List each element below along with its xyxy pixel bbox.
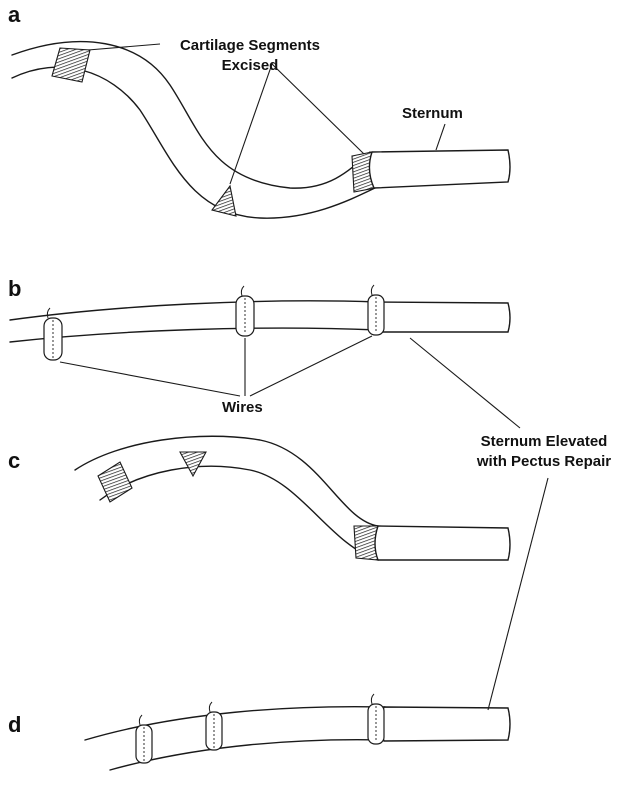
panel-a-cartilage-lower-edge <box>12 67 375 218</box>
cartilage-segment-c-1 <box>98 462 132 502</box>
cartilage-wedge-c-2 <box>180 452 206 476</box>
panel-a-sternum <box>369 150 510 188</box>
panel-d-cartilage-upper-edge <box>85 707 385 740</box>
panel-label-b: b <box>8 276 21 302</box>
sternum-label: Sternum <box>402 104 463 124</box>
wire-b-1-twist <box>47 308 50 318</box>
sternum-elevated-leader-d <box>488 478 548 710</box>
panel-c-sternum <box>375 526 510 560</box>
panel-b-cartilage-upper-edge <box>10 301 378 320</box>
panel-c-cartilage-lower-edge <box>100 466 378 560</box>
wire-b-3-twist <box>371 285 374 295</box>
wires-label: Wires <box>222 398 263 418</box>
panel-c-drawing <box>75 436 510 560</box>
sternum-elevated-label-line2: with Pectus Repair <box>458 452 630 472</box>
cartilage-leader-3 <box>272 64 364 154</box>
panel-b-cartilage-lower-edge <box>10 328 378 342</box>
wire-d-3-twist <box>371 694 374 704</box>
panel-b-sternum <box>375 302 510 332</box>
wires-leader-1 <box>60 362 240 396</box>
sternum-elevated-leader-b <box>410 338 520 428</box>
cartilage-segments-label-line1: Cartilage Segments <box>165 36 335 56</box>
sternum-leader <box>436 124 445 150</box>
cartilage-segments-excised-label: Cartilage Segments Excised <box>165 36 335 76</box>
cartilage-segment-excised-2 <box>212 186 236 216</box>
panel-b-drawing <box>10 285 520 428</box>
panel-d-drawing <box>85 478 548 770</box>
cartilage-leader-2 <box>230 64 272 184</box>
wire-b-2-twist <box>241 286 244 296</box>
cartilage-segments-label-line2: Excised <box>165 56 335 76</box>
panel-label-d: d <box>8 712 21 738</box>
sternum-elevated-label: Sternum Elevated with Pectus Repair <box>458 432 630 472</box>
wires-leader-3 <box>250 336 372 396</box>
wire-d-2-twist <box>209 702 212 712</box>
cartilage-segment-excised-1 <box>52 48 90 82</box>
panel-label-c: c <box>8 448 20 474</box>
panel-label-a: a <box>8 2 20 28</box>
sternum-elevated-label-line1: Sternum Elevated <box>458 432 630 452</box>
wire-d-1-twist <box>139 715 142 725</box>
panel-d-sternum <box>381 707 510 741</box>
